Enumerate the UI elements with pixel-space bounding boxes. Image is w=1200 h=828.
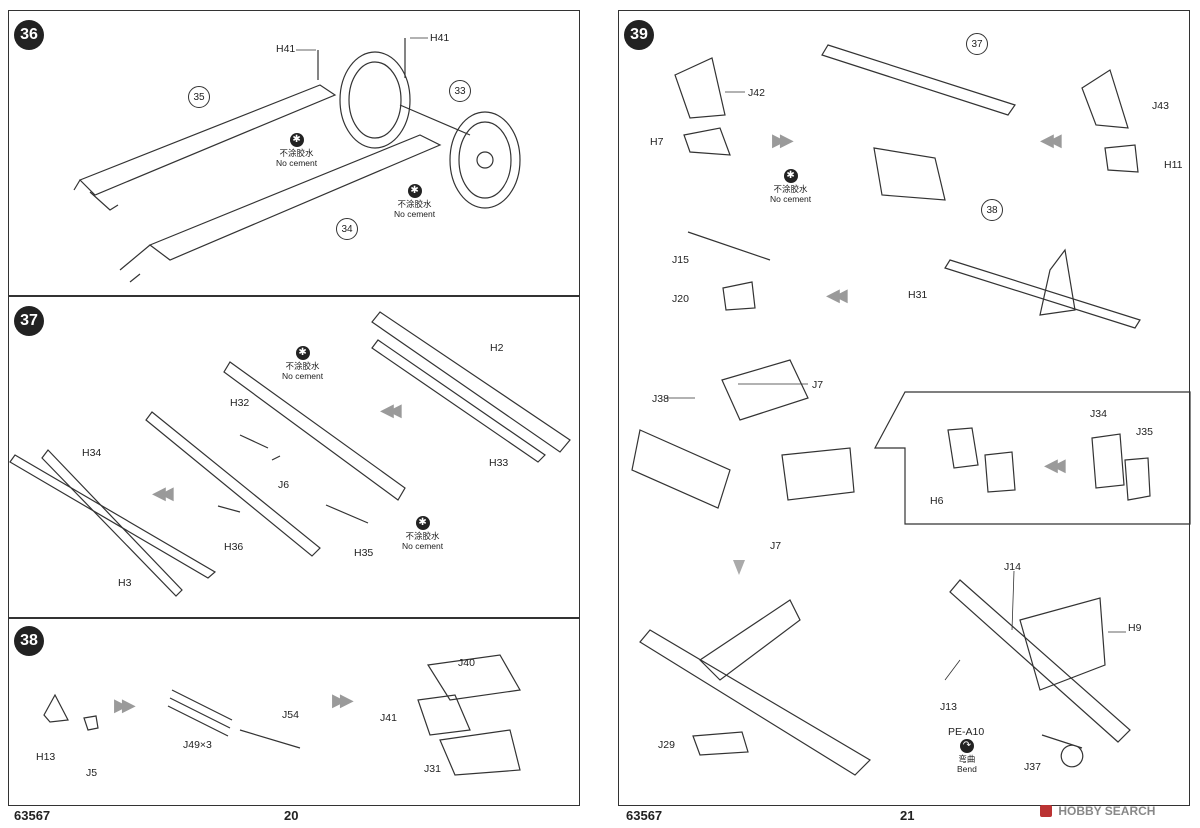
part-j49 [167, 689, 233, 737]
kit-code-left: 63567 [14, 808, 51, 823]
part-j31 [439, 729, 521, 776]
trail-leg-left [78, 84, 337, 196]
part-label-h41-right: H41 [430, 32, 450, 44]
part-label-j5: J5 [86, 767, 98, 779]
assembly-arrow: ◀◀ [380, 400, 402, 420]
rail-mid [145, 411, 321, 557]
bend-note: ↷ 弯曲 Bend [957, 739, 977, 774]
part-j38 [631, 429, 731, 509]
no-cement-note-1: ✱ 不涂胶水 No cement [276, 133, 318, 168]
no-cement-note-4: ✱ 不涂胶水 No cement [402, 516, 444, 551]
no-glue-icon: ✱ [289, 133, 304, 147]
page-number-right: 21 [900, 808, 915, 823]
trail-leg-right [148, 134, 442, 261]
rail-center [223, 361, 406, 501]
no-cement-note-3: ✱ 不涂胶水 No cement [282, 346, 324, 381]
assembly-arrow: ▶▶ [772, 130, 794, 150]
rail-h34 [9, 454, 217, 579]
part-label-j37: J37 [1024, 761, 1041, 773]
rail-h2 [371, 311, 571, 453]
part-j54 [239, 729, 301, 749]
step-number-36: 36 [14, 20, 44, 50]
part-label-h33: H33 [489, 457, 509, 469]
page-number-left: 20 [284, 808, 299, 823]
part-label-j29: J29 [658, 739, 675, 751]
rail-h3 [41, 449, 183, 597]
kit-code-right: 63567 [626, 808, 663, 823]
rail-upper [821, 44, 1016, 116]
assembly-arrow: ◀◀ [1044, 455, 1066, 475]
step-36-panel [8, 10, 580, 296]
rail-mid-39 [944, 259, 1141, 329]
assembly-right [949, 579, 1131, 743]
no-glue-icon: ✱ [415, 516, 430, 530]
part-label-j6: J6 [278, 479, 290, 491]
part-label-h7: H7 [650, 136, 664, 148]
part-label-h11: H11 [1164, 159, 1183, 171]
part-h13 [43, 693, 69, 723]
ref-step-33: 33 [449, 80, 471, 102]
part-j43 [1081, 69, 1129, 129]
part-label-h41-left: H41 [276, 43, 296, 55]
no-cement-note-2: ✱ 不涂胶水 No cement [394, 184, 436, 219]
no-cement-note-5: ✱ 不涂胶水 No cement [770, 169, 812, 204]
part-label-j40: J40 [458, 657, 475, 669]
part-label-h6: H6 [930, 495, 944, 507]
part-label-h9: H9 [1128, 622, 1142, 634]
part-label-j15: J15 [672, 254, 689, 266]
part-label-h35: H35 [354, 547, 374, 559]
no-glue-icon: ✱ [295, 346, 310, 360]
part-j42 [674, 57, 726, 119]
step-number-37: 37 [14, 306, 44, 336]
wheel-left [339, 51, 411, 149]
part-label-h34: H34 [82, 447, 102, 459]
assembly-left [639, 629, 871, 776]
assembly-arrow: ▶▶ [332, 690, 354, 710]
part-j34 [1091, 433, 1125, 489]
no-glue-icon: ✱ [783, 169, 798, 183]
part-label-j13: J13 [940, 701, 957, 713]
part-label-pe-a10: PE-A10 [948, 726, 985, 738]
part-label-j42: J42 [748, 87, 765, 99]
ref-step-37: 37 [966, 33, 988, 55]
part-label-j54: J54 [282, 709, 299, 721]
no-glue-icon: ✱ [407, 184, 422, 198]
ref-step-35: 35 [188, 86, 210, 108]
ref-step-38: 38 [981, 199, 1003, 221]
step-38-panel [8, 618, 580, 806]
part-label-h31: H31 [908, 289, 928, 301]
part-label-j31: J31 [424, 763, 441, 775]
ref-step-34: 34 [336, 218, 358, 240]
assembly-arrow: ◀◀ [1040, 130, 1062, 150]
part-label-h36: H36 [224, 541, 244, 553]
part-label-j7-top: J7 [812, 379, 824, 391]
part-label-j14: J14 [1004, 561, 1021, 573]
part-label-j20: J20 [672, 293, 689, 305]
part-label-j7-bottom: J7 [770, 540, 782, 552]
assembly-arrow: ◀◀ [826, 285, 848, 305]
step-number-38: 38 [14, 626, 44, 656]
part-label-j35: J35 [1136, 426, 1153, 438]
part-label-h2: H2 [490, 342, 504, 354]
part-label-h3: H3 [118, 577, 132, 589]
rail-h33 [371, 339, 546, 463]
step-number-39: 39 [624, 20, 654, 50]
part-label-j41: J41 [380, 712, 397, 724]
step-37-panel [8, 296, 580, 618]
wheel-right [449, 111, 521, 209]
assembly-arrow: ◀◀ [152, 483, 174, 503]
part-label-j43: J43 [1152, 100, 1169, 112]
bend-icon: ↷ [959, 739, 974, 753]
part-label-j49: J49×3 [183, 739, 212, 751]
part-label-h32: H32 [230, 397, 250, 409]
part-j15 [687, 231, 771, 261]
part-label-j34: J34 [1090, 408, 1107, 420]
hobby-search-logo-icon: HOBBY SEARCH [1040, 804, 1155, 818]
assembly-arrow: ▶▶ [114, 695, 136, 715]
watermark-text: HOBBY SEARCH [1058, 804, 1156, 818]
part-label-h13: H13 [36, 751, 56, 763]
part-label-j38: J38 [652, 393, 669, 405]
part-j40 [426, 654, 521, 701]
